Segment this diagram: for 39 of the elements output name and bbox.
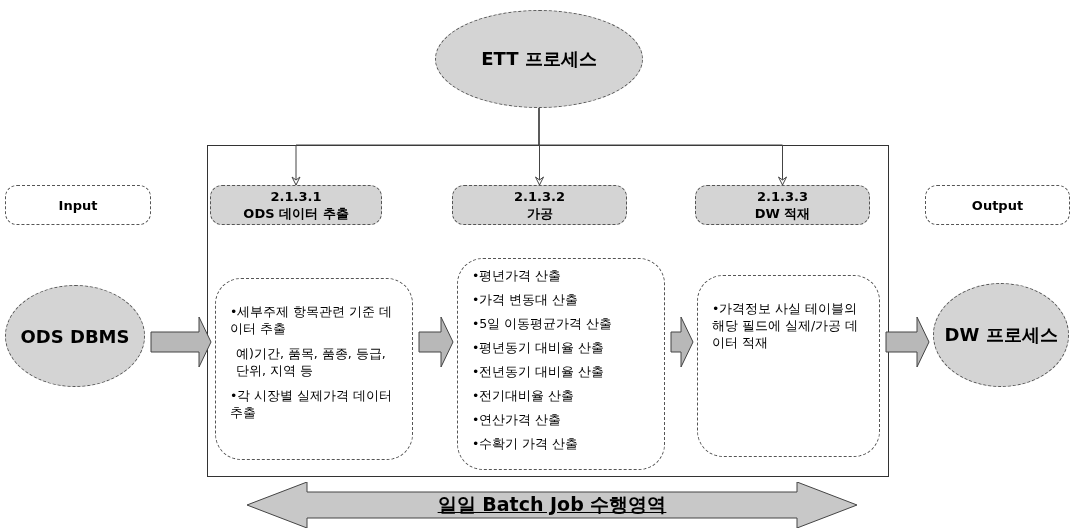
box-label: Output — [971, 197, 1024, 213]
block-arrow — [885, 316, 930, 368]
block-arrow — [418, 316, 454, 368]
step-number: 2.1.3.2 — [514, 188, 565, 205]
label-box — [925, 185, 1070, 225]
connector-arrow — [538, 107, 787, 186]
label-box — [5, 185, 151, 225]
content-text: •가격 변동대 산출 — [472, 291, 580, 308]
content-text: 예)기간, 품목, 품종, 등급, 단위, 지역 등 — [235, 345, 387, 379]
step-title: ODS 데이터 추출 — [243, 205, 349, 222]
content-box — [697, 275, 880, 457]
step-header — [452, 185, 627, 225]
arrow-label: 일일 Batch Job 수행영역 — [437, 492, 667, 517]
content-text: •세부주제 항목관련 기준 데이터 추출 — [230, 303, 394, 337]
content-text: •연산가격 산출 — [472, 411, 563, 428]
content-text: •전년동기 대비율 산출 — [472, 363, 606, 380]
step-number: 2.1.3.3 — [757, 188, 808, 205]
box-label: Input — [58, 197, 98, 213]
content-box — [215, 278, 413, 460]
step-title: DW 적재 — [754, 205, 811, 222]
double-block-arrow — [247, 482, 857, 528]
block-arrow — [670, 316, 694, 368]
content-text: •각 시장별 실제가격 데이터 추출 — [230, 387, 394, 421]
process-label: ODS DBMS — [20, 325, 130, 347]
process-label: DW 프로세스 — [944, 323, 1058, 347]
block-arrow — [150, 316, 212, 368]
step-header — [695, 185, 870, 225]
content-text: •5일 이동평균가격 산출 — [472, 315, 614, 332]
area-frame — [207, 145, 889, 477]
content-text: •가격정보 사실 테이블의 해당 필드에 실제/가공 데이터 적재 — [712, 300, 860, 351]
content-text: •평년동기 대비율 산출 — [472, 339, 606, 356]
step-number: 2.1.3.1 — [270, 188, 322, 205]
content-text: •수확기 가격 산출 — [472, 435, 580, 452]
content-text: •전기대비율 산출 — [472, 387, 576, 404]
process-label: ETT 프로세스 — [481, 47, 597, 71]
step-header — [210, 185, 382, 225]
step-title: 가공 — [526, 205, 553, 222]
content-text: •평년가격 산출 — [472, 267, 563, 284]
content-box — [457, 258, 665, 470]
